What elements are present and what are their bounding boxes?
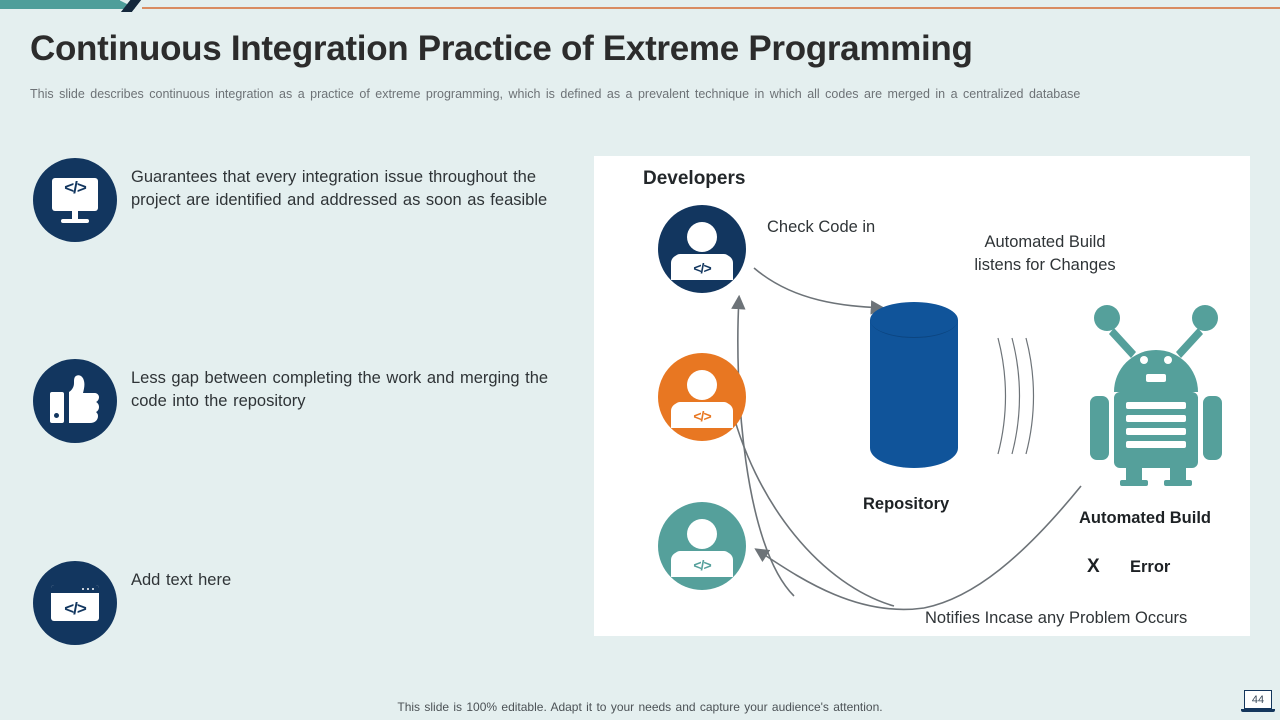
monitor-base-shape bbox=[61, 219, 89, 223]
avatar-code-glyph: </> bbox=[693, 408, 711, 424]
label-notifies: Notifies Incase any Problem Occurs bbox=[925, 609, 1188, 627]
diagram-connectors bbox=[724, 267, 1082, 611]
avatar-body bbox=[674, 551, 730, 577]
page-title: Continuous Integration Practice of Extre… bbox=[30, 29, 973, 68]
diagram-panel-title: Developers bbox=[643, 168, 746, 189]
browser-titlebar-shape bbox=[51, 585, 99, 593]
avatar-head bbox=[687, 222, 717, 252]
label-check-code-in: Check Code in bbox=[767, 218, 876, 236]
thumb-base-dot bbox=[54, 413, 59, 418]
label-error: Error bbox=[1130, 558, 1171, 576]
arrow-build-out bbox=[923, 485, 1082, 609]
footer-note: This slide is 100% editable. Adapt it to… bbox=[397, 700, 883, 714]
laptop-base-shape bbox=[1241, 709, 1275, 712]
signal-wave-1 bbox=[997, 337, 1007, 455]
avatar-body bbox=[674, 402, 730, 428]
developer-avatar-orange: </> bbox=[658, 353, 746, 441]
developer-avatar-teal: </> bbox=[658, 502, 746, 590]
label-automated-build: Automated Build bbox=[1079, 509, 1211, 527]
monitor-code-icon: </> bbox=[33, 158, 117, 242]
developer-avatar-navy: </> bbox=[658, 205, 746, 293]
avatar-code-glyph: </> bbox=[693, 557, 711, 573]
avatar-code-glyph: </> bbox=[693, 260, 711, 276]
bullet-item-2: Less gap between completing the work and… bbox=[33, 359, 553, 443]
bullet-text-1: Guarantees that every integration issue … bbox=[131, 168, 548, 209]
bullet-item-3: </> Add text here bbox=[33, 561, 553, 645]
page-number: 44 bbox=[1244, 690, 1272, 709]
label-repository: Repository bbox=[863, 495, 950, 513]
top-decorative-bar bbox=[0, 0, 1280, 12]
browser-window-shape bbox=[51, 585, 99, 621]
repository-cylinder-icon bbox=[870, 302, 958, 478]
code-glyph-3: </> bbox=[64, 599, 87, 618]
avatar-head bbox=[687, 370, 717, 400]
monitor-neck-shape bbox=[72, 211, 78, 220]
topbar-orange-rule bbox=[142, 7, 1280, 9]
arrow-notify-dev3 bbox=[754, 548, 925, 611]
arrow-notify-dev1 bbox=[731, 294, 795, 597]
code-glyph-1: </> bbox=[64, 178, 87, 197]
bullet-text-3: Add text here bbox=[131, 571, 232, 589]
automated-build-robot-icon bbox=[1090, 305, 1222, 486]
signal-wave-3 bbox=[1025, 337, 1035, 455]
thumb-hand-shape bbox=[69, 375, 99, 423]
cylinder-top-ellipse bbox=[870, 302, 958, 338]
avatar-head bbox=[687, 519, 717, 549]
thumb-base-shape bbox=[50, 392, 64, 423]
arrow-checkin bbox=[753, 267, 886, 315]
bullet-item-1: </> Guarantees that every integration is… bbox=[33, 158, 553, 242]
page-subtitle: This slide describes continuous integrat… bbox=[30, 87, 1081, 101]
monitor-screen-shape bbox=[52, 178, 98, 211]
browser-code-icon: </> bbox=[33, 561, 117, 645]
error-x-mark: X bbox=[1087, 556, 1100, 577]
topbar-teal-segment bbox=[0, 0, 137, 9]
page-number-laptop-icon: 44 bbox=[1241, 690, 1275, 712]
signal-wave-2 bbox=[1011, 337, 1021, 455]
arrow-notify-dev2 bbox=[724, 394, 895, 607]
thumbs-up-icon bbox=[33, 359, 117, 443]
cylinder-body bbox=[870, 320, 958, 468]
bullet-text-2: Less gap between completing the work and… bbox=[131, 369, 549, 410]
label-automated-build-listens: Automated Build listens for Changes bbox=[974, 233, 1116, 274]
avatar-body bbox=[674, 254, 730, 280]
